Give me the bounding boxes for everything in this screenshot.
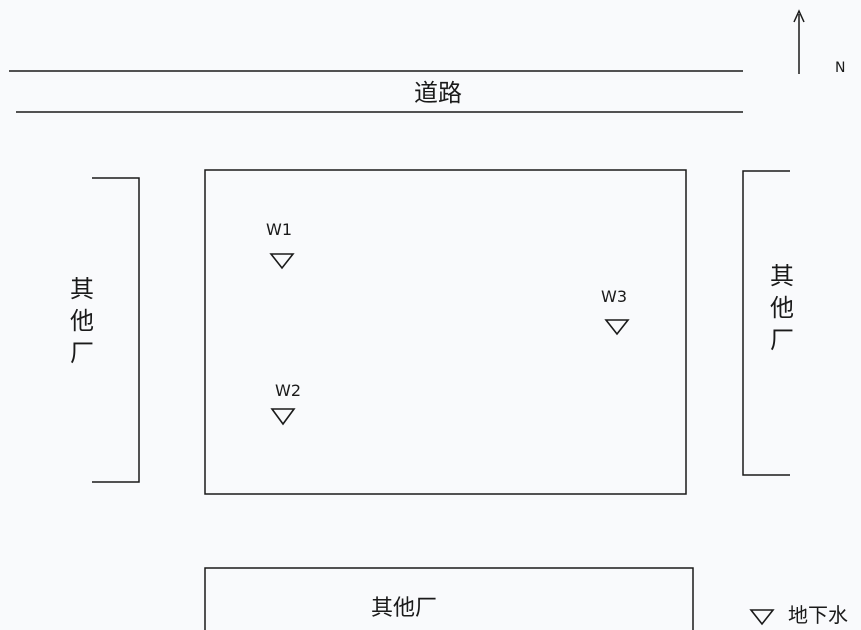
groundwater-triangle-icon <box>604 319 630 336</box>
well-label: W2 <box>275 381 301 400</box>
neighbor-west: 其 他 厂 <box>70 177 140 483</box>
neighbor-south: 其他厂 <box>204 567 694 630</box>
neighbor-south-outline <box>204 567 694 630</box>
neighbor-east-char-2: 他 <box>770 294 794 322</box>
north-arrow: N <box>793 9 845 76</box>
north-arrow-head-icon <box>793 9 805 23</box>
site-boundary <box>204 169 687 495</box>
well-label: W1 <box>266 220 292 239</box>
neighbor-west-char-2: 他 <box>70 307 94 335</box>
groundwater-triangle-icon <box>270 408 296 426</box>
well-w3: W3 <box>601 287 630 336</box>
neighbor-east-char-3: 厂 <box>770 326 794 354</box>
neighbor-west-char-1: 其 <box>70 275 94 303</box>
neighbor-south-label: 其他厂 <box>371 596 437 621</box>
road: 道路 <box>9 70 743 113</box>
well-w2: W2 <box>270 381 301 426</box>
groundwater-triangle-icon <box>269 253 295 270</box>
neighbor-east-char-1: 其 <box>770 262 794 290</box>
neighbor-east-bracket <box>742 170 790 476</box>
neighbor-west-char-3: 厂 <box>70 339 94 367</box>
north-label: N <box>835 60 845 76</box>
legend-label: 地下水 <box>788 603 848 627</box>
legend: 地下水 <box>749 603 848 627</box>
well-label: W3 <box>601 287 627 306</box>
road-label: 道路 <box>414 79 462 107</box>
neighbor-east: 其 他 厂 <box>742 170 794 476</box>
neighbor-west-bracket <box>92 177 140 483</box>
well-w1: W1 <box>266 220 295 270</box>
legend-groundwater-triangle-icon <box>749 609 775 626</box>
